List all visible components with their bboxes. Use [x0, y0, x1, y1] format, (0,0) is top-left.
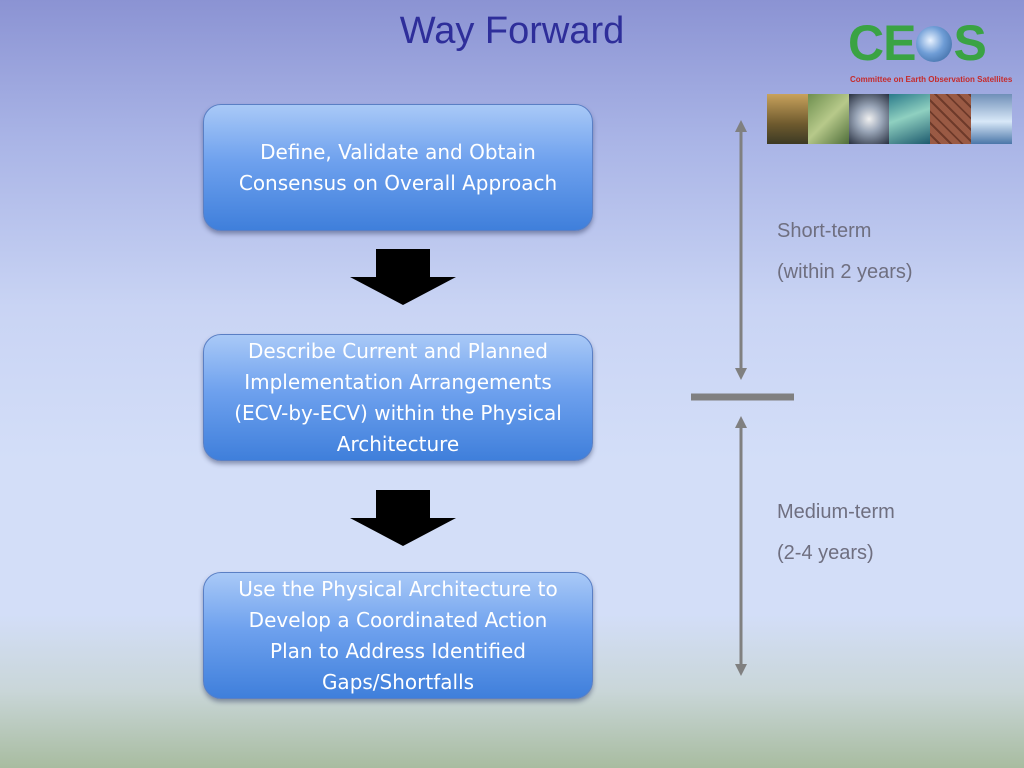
step-text-line: Use the Physical Architecture to: [238, 576, 558, 601]
down-arrow-icon: [350, 249, 456, 305]
down-arrow-icon: [350, 490, 456, 546]
forest-photo: [767, 94, 808, 144]
step-text-line: Plan to Address Identified: [270, 638, 526, 663]
medium-term-double-arrow-icon: [735, 416, 747, 676]
short-term-double-arrow-icon: [735, 120, 747, 380]
step-text-line: Consensus on Overall Approach: [238, 170, 558, 195]
timeline-scale: [691, 120, 794, 676]
step-text-line: Implementation Arrangements: [244, 369, 552, 394]
slide-title: Way Forward: [399, 10, 625, 52]
field-photo: [807, 94, 849, 144]
ocean-wave-photo: [889, 94, 931, 144]
step-text-line: Describe Current and Planned: [248, 338, 548, 363]
medium-term-label: Medium-term (2-4 years): [777, 492, 895, 574]
step-box-define-approach: Define, Validate and Obtain Consensus on…: [203, 104, 593, 231]
short-term-title: Short-term: [777, 220, 872, 242]
step-text-line: Gaps/Shortfalls: [321, 669, 475, 694]
step-box-describe-arrangements: Describe Current and Planned Implementat…: [203, 334, 593, 461]
storm-satellite-photo: [848, 94, 890, 144]
medium-term-detail: (2-4 years): [777, 542, 874, 564]
medium-term-title: Medium-term: [777, 501, 895, 523]
cracked-earth-photo: [930, 94, 972, 144]
short-term-label: Short-term (within 2 years): [777, 211, 913, 293]
step-text-line: Define, Validate and Obtain: [260, 139, 536, 164]
short-term-detail: (within 2 years): [777, 261, 913, 283]
glacier-photo: [971, 94, 1012, 144]
globe-icon: [916, 25, 953, 62]
photo-strip: [767, 94, 1012, 144]
logo-subtitle: Committee on Earth Observation Satellite…: [850, 75, 1013, 84]
step-text-line: Develop a Coordinated Action: [248, 607, 548, 632]
step-text-line: (ECV-by-ECV) within the Physical: [234, 400, 562, 425]
step-box-action-plan: Use the Physical Architecture to Develop…: [203, 572, 593, 699]
step-text-line: Architecture: [336, 431, 460, 456]
